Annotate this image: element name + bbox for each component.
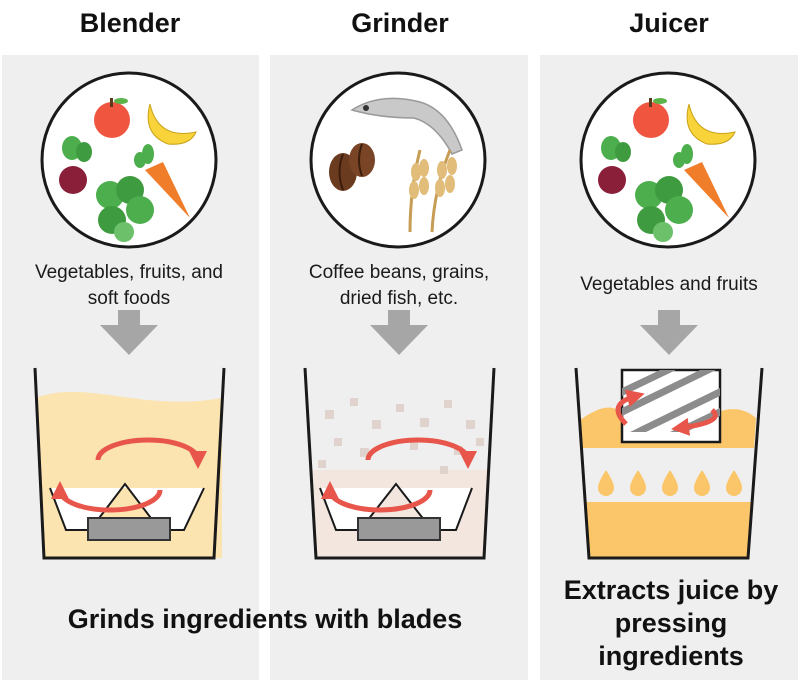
grinder-ingredients-circle [309,71,487,249]
carrot-icon [673,144,729,218]
juicer-ingredients-circle [579,71,757,249]
wheat-icon [408,149,457,233]
banana-icon [686,103,736,145]
lettuce-icon [635,176,693,242]
blender-ingredients-label: Vegetables, fruits, and soft foods [34,262,223,309]
screw-press [620,368,722,444]
blender-ingredients-circle [40,71,218,249]
juicer-title: Juicer [629,8,709,38]
blender-title: Blender [79,8,181,38]
banana-icon [147,103,197,145]
grinder-title: Grinder [351,8,449,38]
juicer-jar [574,367,764,560]
beet-icon [598,136,631,194]
apple-icon [633,98,669,138]
blender-down-arrow [100,310,158,355]
juicer-down-arrow [640,310,698,355]
grinder-jar [303,367,496,560]
beet-icon [59,136,92,194]
grinder-down-arrow [370,310,428,355]
lettuce-icon [96,176,154,242]
juicer-ingredients-label: Vegetables and fruits [580,274,758,295]
carrot-icon [134,144,190,218]
grinder-ingredients-label: Coffee beans, grains, dried fish, etc. [308,262,490,309]
blade-summary: Grinds ingredients with blades [67,604,463,634]
dried-fish-icon [350,97,463,155]
coffee-beans-icon [329,143,375,191]
blender-jar [33,367,226,560]
juicer-summary: Extracts juice by pressing ingredients [563,575,779,671]
apple-icon [94,98,130,138]
juice-drops [598,470,742,496]
